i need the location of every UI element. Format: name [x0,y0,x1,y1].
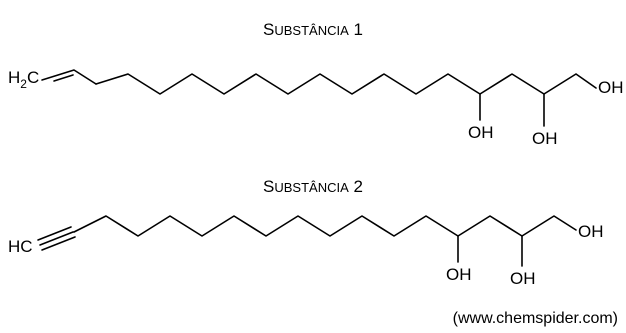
structure-2-hydroxyl-label-2: OH [510,269,536,288]
structure-1-chain [95,73,597,95]
structure-1-hydroxyl-label-3: OH [598,78,624,97]
structure-2-triple-bond [39,231,74,246]
structure-2-chain [73,215,577,237]
structure-2-hydroxyl-label-3: OH [578,222,604,241]
structure-2-terminal-label: HC [8,237,33,256]
structure-1-skeleton [41,69,597,127]
structure-1-double-bond [41,69,97,85]
structure-1-terminal-label: H2C [8,68,39,91]
structure-1-title: SUBSTÂNCIA 1 [263,20,363,39]
structure-1-hydroxyl-label-2: OH [532,129,558,148]
source-credit: (www.chemspider.com) [453,310,618,327]
structure-2-title: SUBSTÂNCIA 2 [263,177,363,196]
structure-2-hydroxyl-label-1: OH [446,265,472,284]
structure-2-skeleton [37,215,577,267]
structure-1-hydroxyl-label-1: OH [468,123,494,142]
